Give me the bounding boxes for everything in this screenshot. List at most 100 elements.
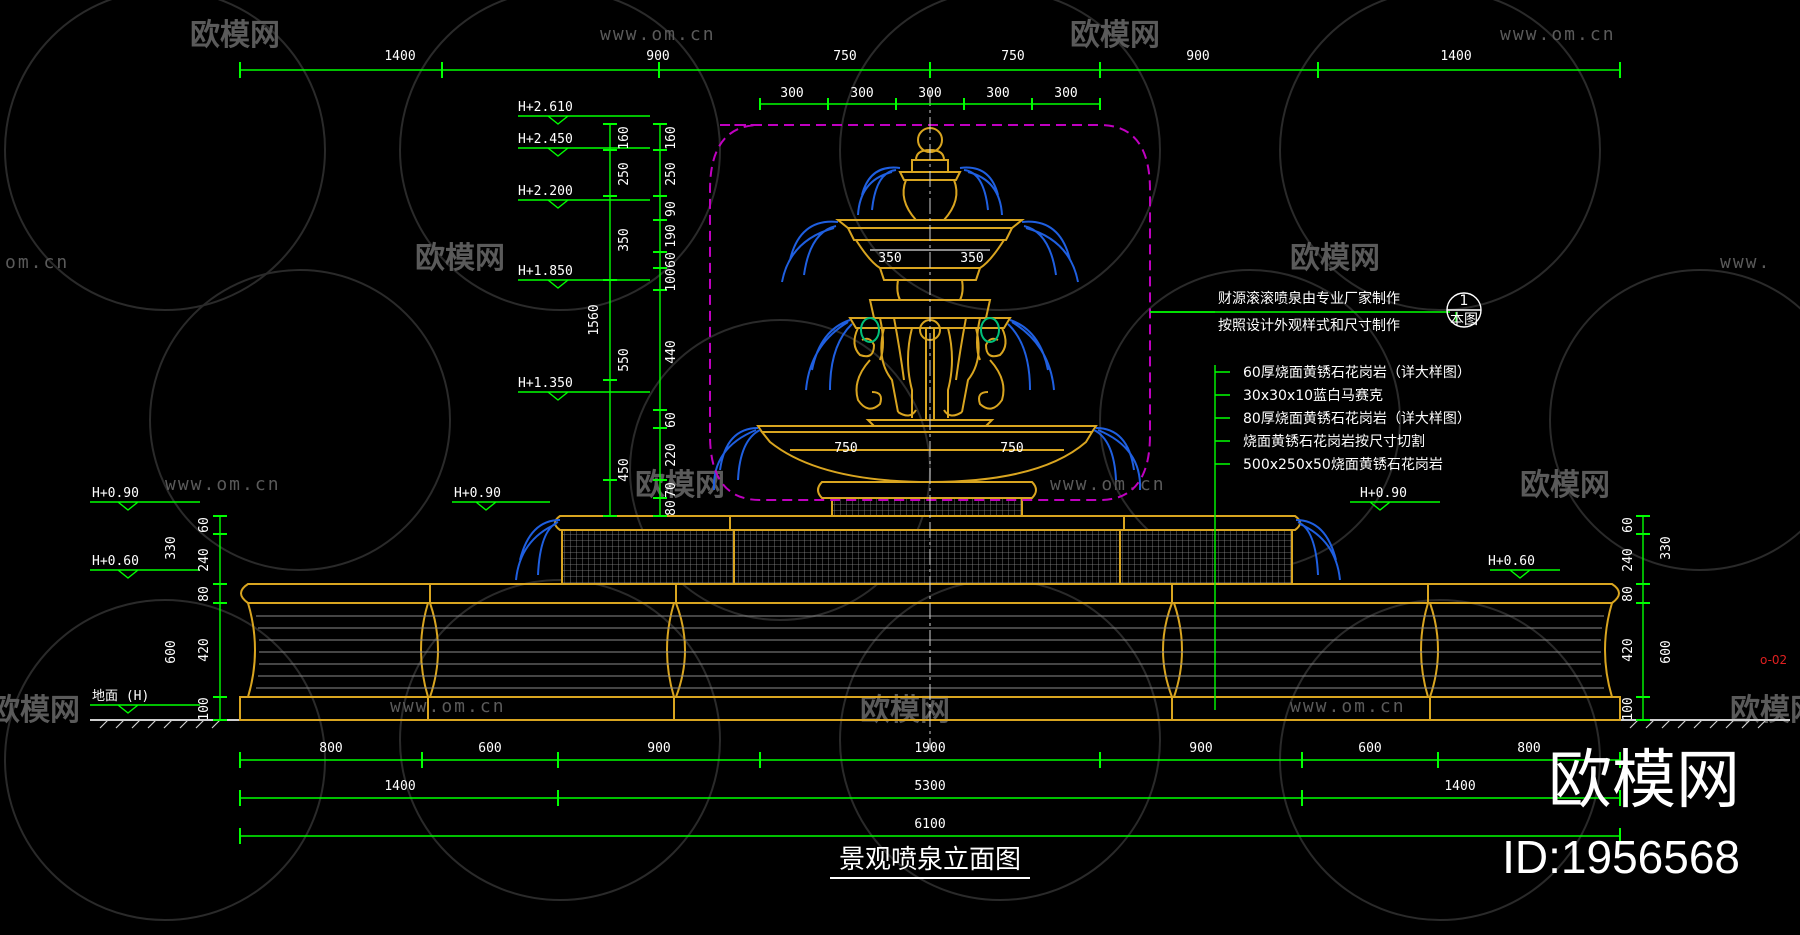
svg-text:H+0.60: H+0.60	[1488, 554, 1535, 569]
svg-text:1900: 1900	[914, 741, 945, 756]
svg-text:100: 100	[664, 268, 679, 291]
pool-wall	[246, 602, 1614, 698]
ref-sheet: 本图	[1450, 312, 1478, 328]
dimension-text: 1400 900 750 750 900 1400 300 300 300 30…	[164, 49, 1674, 832]
watermark-logo: 欧模网	[1730, 693, 1800, 728]
level-markers	[90, 115, 1560, 714]
svg-text:70: 70	[664, 482, 679, 498]
svg-text:60: 60	[197, 517, 212, 533]
svg-text:900: 900	[1189, 741, 1212, 756]
title-text: 景观喷泉立面图	[839, 845, 1021, 875]
svg-text:550: 550	[617, 348, 632, 371]
svg-text:80: 80	[197, 586, 212, 602]
svg-text:H+1.850: H+1.850	[518, 264, 573, 279]
water-jets	[515, 166, 1341, 581]
dimension-ticks	[213, 62, 1650, 844]
svg-text:1400: 1400	[1444, 779, 1475, 794]
svg-text:5300: 5300	[914, 779, 945, 794]
svg-text:600: 600	[1659, 640, 1674, 663]
svg-text:60: 60	[664, 252, 679, 268]
mosaic-wall	[561, 529, 1293, 585]
watermark-url: www.om.cn	[165, 474, 281, 495]
svg-text:750: 750	[1000, 441, 1023, 456]
watermark-url: www.om.cn	[600, 24, 716, 45]
svg-text:1400: 1400	[384, 49, 415, 64]
svg-text:100: 100	[1621, 697, 1636, 720]
svg-text:350: 350	[960, 251, 983, 266]
svg-text:240: 240	[1621, 548, 1636, 571]
svg-text:60: 60	[664, 412, 679, 428]
upper-coping	[554, 515, 1301, 531]
svg-text:900: 900	[646, 49, 669, 64]
svg-text:90: 90	[664, 201, 679, 217]
pool-coping	[240, 583, 1620, 604]
svg-text:1560: 1560	[587, 304, 602, 335]
svg-text:160: 160	[617, 126, 632, 149]
watermark-logo: 欧模网	[1520, 468, 1610, 503]
watermark-logo: 欧模网	[635, 468, 725, 503]
svg-text:330: 330	[1659, 536, 1674, 559]
edge-mark: o-02	[1760, 653, 1787, 667]
callout-line-1: 财源滚滚喷泉由专业厂家制作	[1218, 290, 1400, 307]
material-note: 60厚烧面黄锈石花岗岩（详大样图）	[1243, 364, 1471, 381]
svg-text:H+0.90: H+0.90	[92, 486, 139, 501]
watermark-url: www.	[1720, 252, 1771, 273]
svg-text:1400: 1400	[1440, 49, 1471, 64]
ground-hatch	[99, 719, 1767, 729]
scroll-ornament	[848, 299, 1012, 420]
svg-text:440: 440	[664, 340, 679, 363]
svg-text:600: 600	[164, 640, 179, 663]
svg-text:80: 80	[664, 500, 679, 516]
svg-text:H+0.60: H+0.60	[92, 554, 139, 569]
watermark-logo: 欧模网	[1070, 18, 1160, 53]
watermark-logo: 欧模网	[0, 693, 80, 728]
svg-text:800: 800	[319, 741, 342, 756]
svg-text:60: 60	[1621, 517, 1636, 533]
svg-text:420: 420	[1621, 638, 1636, 661]
svg-text:600: 600	[478, 741, 501, 756]
material-note: 烧面黄锈石花岗岩按尺寸切割	[1243, 433, 1425, 450]
watermark-url: om.cn	[5, 252, 69, 273]
watermark-url: www.om.cn	[1050, 474, 1166, 495]
svg-text:900: 900	[1186, 49, 1209, 64]
watermark-url: www.om.cn	[390, 696, 506, 717]
ref-number: 1	[1460, 293, 1469, 309]
svg-text:H+0.90: H+0.90	[454, 486, 501, 501]
watermark-circles	[4, 0, 1800, 921]
svg-text:6100: 6100	[914, 817, 945, 832]
watermarks: 欧模网 www.om.cn 欧模网 www.om.cn om.cn 欧模网 欧模…	[0, 18, 1800, 728]
fountain-body	[90, 127, 1790, 729]
svg-text:300: 300	[1054, 86, 1077, 101]
svg-text:600: 600	[1358, 741, 1381, 756]
watermark-logo: 欧模网	[1290, 241, 1380, 276]
svg-text:240: 240	[197, 548, 212, 571]
svg-text:H+2.610: H+2.610	[518, 100, 573, 115]
svg-text:H+2.450: H+2.450	[518, 132, 573, 147]
material-note: 30x30x10蓝白马赛克	[1243, 388, 1383, 404]
svg-text:450: 450	[617, 458, 632, 481]
svg-text:750: 750	[833, 49, 856, 64]
svg-text:160: 160	[664, 126, 679, 149]
watermark-logo: 欧模网	[415, 241, 505, 276]
material-note: 500x250x50烧面黄锈石花岗岩	[1243, 456, 1443, 473]
callout-line-2: 按照设计外观样式和尺寸制作	[1218, 318, 1400, 334]
svg-text:1400: 1400	[384, 779, 415, 794]
callout-reference: 1 本图	[1150, 292, 1482, 465]
svg-text:350: 350	[878, 251, 901, 266]
svg-text:80: 80	[1621, 586, 1636, 602]
drawing-title: 景观喷泉立面图	[830, 845, 1030, 879]
svg-text:300: 300	[918, 86, 941, 101]
svg-text:900: 900	[647, 741, 670, 756]
svg-text:750: 750	[1001, 49, 1024, 64]
svg-text:800: 800	[1517, 741, 1540, 756]
material-note: 80厚烧面黄锈石花岗岩（详大样图）	[1243, 410, 1471, 427]
brand-id-text: ID:1956568	[1502, 831, 1740, 883]
svg-text:330: 330	[164, 536, 179, 559]
watermark-url: www.om.cn	[1290, 696, 1406, 717]
svg-text:250: 250	[664, 162, 679, 185]
watermark-logo: 欧模网	[860, 693, 950, 728]
svg-text:100: 100	[197, 697, 212, 720]
level-text: H+2.610 H+2.450 H+2.200 H+1.850 H+1.350 …	[92, 100, 1535, 704]
